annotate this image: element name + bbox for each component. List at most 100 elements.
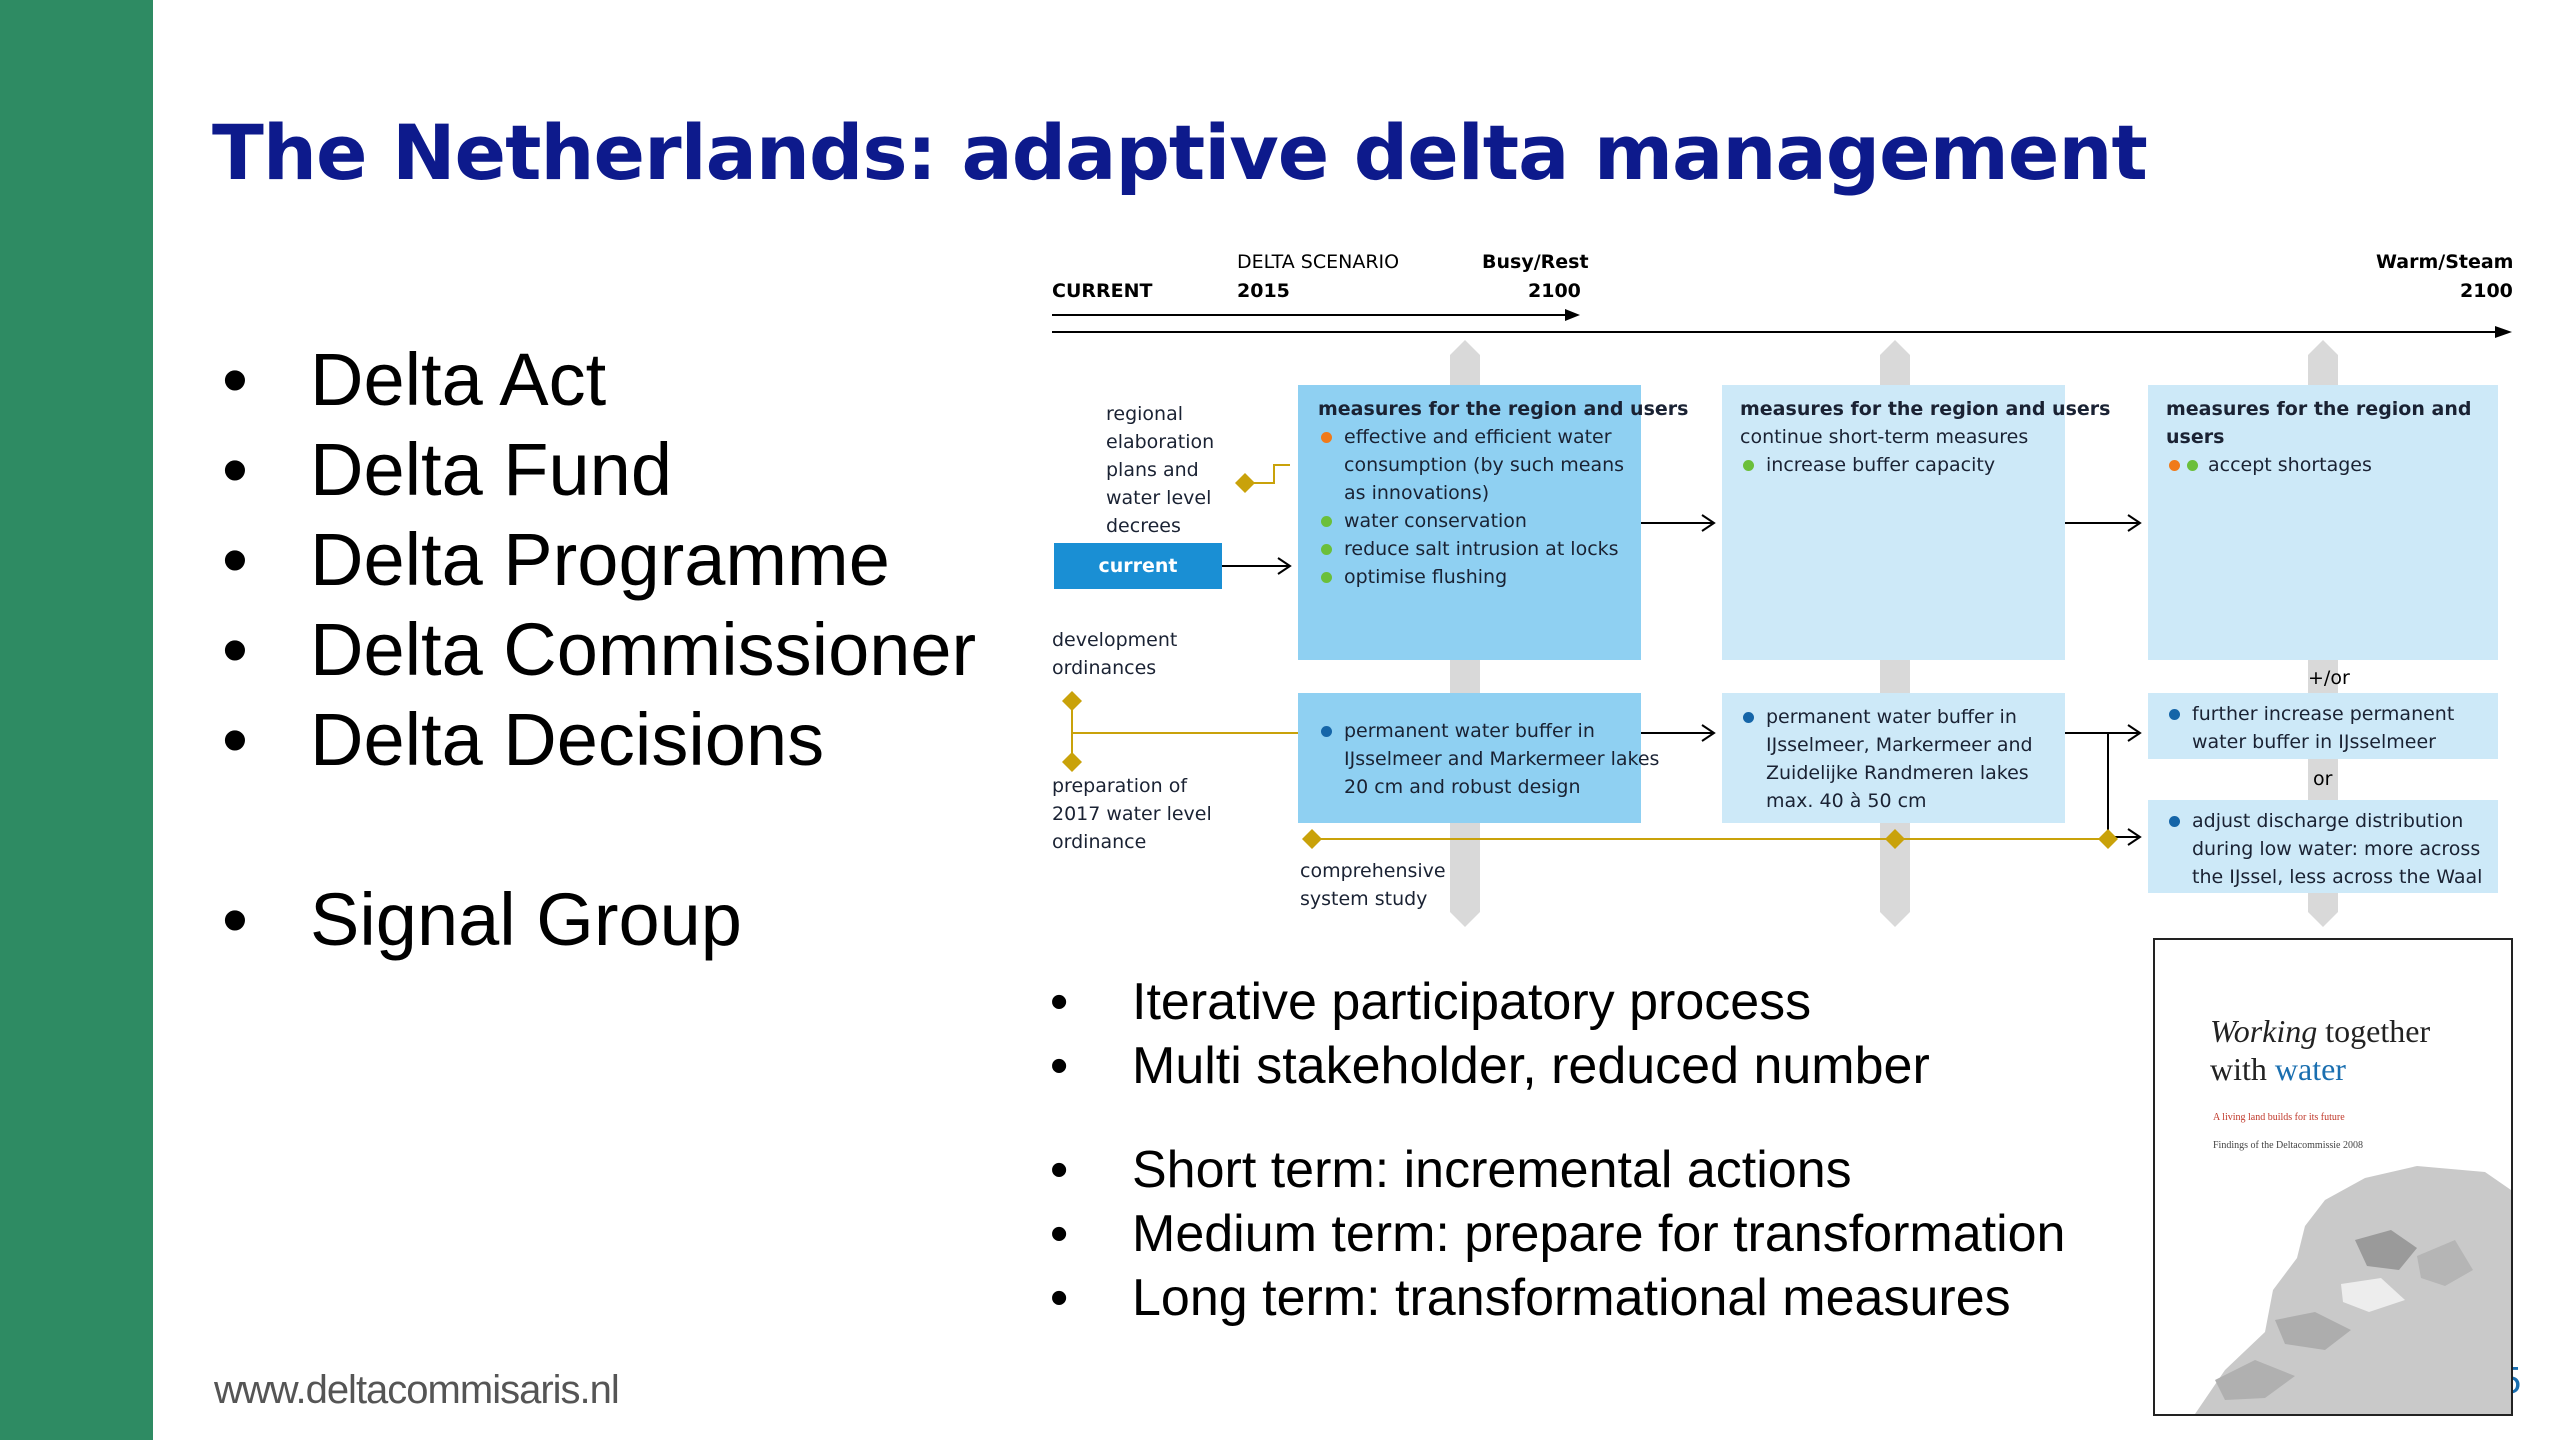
regional-plans-label: regional elaboration plans and water lev… bbox=[1106, 400, 1214, 540]
development-ordinances-label: development ordinances bbox=[1052, 626, 1177, 682]
green-dot-icon bbox=[1743, 460, 1754, 471]
bottom-bullet-item: •Short term: incremental actions bbox=[1050, 1138, 2065, 1202]
netherlands-map-icon bbox=[2195, 1166, 2511, 1414]
bottom-box-2: permanent water buffer in IJsselmeer, Ma… bbox=[1740, 703, 2033, 815]
bottom-bullet-text: Medium term: prepare for transformation bbox=[1132, 1205, 2066, 1263]
blue-dot-icon bbox=[2169, 816, 2180, 827]
left-bullet-item: •Signal Group bbox=[222, 875, 976, 965]
bottom-box-2-bg bbox=[1722, 693, 2065, 823]
cover-title-word: with bbox=[2210, 1051, 2275, 1087]
timeline-busy-rest-label: Busy/Rest bbox=[1482, 251, 1589, 273]
book-cover-image: Working together with water A living lan… bbox=[2153, 938, 2513, 1416]
green-dot-icon bbox=[1321, 516, 1332, 527]
orange-dot-icon bbox=[2169, 460, 2180, 471]
bottom-bullet-list: • Iterative participatory process • Multi … bbox=[1050, 970, 2065, 1330]
gold-diamond-regional bbox=[1235, 473, 1255, 493]
blue-dot-icon bbox=[2169, 709, 2180, 720]
left-bullet-list: •Delta Act •Delta Fund •Delta Programme … bbox=[222, 335, 976, 965]
top-box-2-bg bbox=[1722, 385, 2065, 660]
comprehensive-system-study-label: comprehensive system study bbox=[1300, 857, 1446, 913]
box-item-line: water conservation bbox=[1344, 510, 1527, 532]
gold-line-regional bbox=[1245, 464, 1290, 484]
box-item-line: IJsselmeer, Markermeer and bbox=[1766, 734, 2033, 756]
bottom-bullet-item: •Long term: transformational measures bbox=[1050, 1266, 2065, 1330]
arrowhead bbox=[1277, 557, 1292, 575]
timeline-2015-label: 2015 bbox=[1237, 280, 1290, 302]
book-cover-title: Working together with water bbox=[2210, 1012, 2430, 1088]
box-item-line: optimise flushing bbox=[1344, 566, 1508, 588]
box-item-line: adjust discharge distribution bbox=[2192, 810, 2464, 832]
box-item: effective and efficient water bbox=[1318, 423, 1688, 451]
green-dot-icon bbox=[1321, 544, 1332, 555]
timeline-current-label: CURRENT bbox=[1052, 280, 1153, 302]
bullet-marker: • bbox=[222, 698, 248, 781]
bullet-marker: • bbox=[1050, 1269, 1069, 1327]
timeline-busy-rest-year: 2100 bbox=[1528, 280, 1581, 302]
current-situation-box: current situation bbox=[1054, 543, 1222, 623]
or-connector: or bbox=[2313, 768, 2333, 790]
box-item-line: increase buffer capacity bbox=[1766, 454, 1996, 476]
and-or-connector: +/or bbox=[2308, 667, 2350, 689]
box-item-line: permanent water buffer in bbox=[1344, 720, 1595, 742]
gold-diamond-preparation bbox=[1062, 752, 1082, 772]
gold-diamond-system-study-3 bbox=[2098, 829, 2118, 849]
box-item: accept shortages bbox=[2166, 451, 2530, 479]
box-item-line: continue short-term measures bbox=[1740, 426, 2029, 448]
box-item: permanent water buffer in bbox=[1318, 717, 1659, 745]
timeline-warm-steam-year: 2100 bbox=[2460, 280, 2513, 302]
left-bullet-item: •Delta Act bbox=[222, 335, 976, 425]
box-item: adjust discharge distribution bbox=[2166, 807, 2482, 835]
box-item-line: 20 cm and robust design bbox=[1344, 776, 1581, 798]
timeline-arrowhead-long bbox=[2495, 326, 2512, 338]
bottom-box-4-bg bbox=[2148, 800, 2498, 893]
arrowhead bbox=[2127, 514, 2142, 532]
label-line: development bbox=[1052, 629, 1178, 651]
blue-dot-icon bbox=[1743, 712, 1754, 723]
left-bullet-text: Delta Act bbox=[310, 338, 607, 421]
bullet-marker: • bbox=[1050, 1037, 1069, 1095]
box-item-line: reduce salt intrusion at locks bbox=[1344, 538, 1619, 560]
left-bullet-item: •Delta Programme bbox=[222, 515, 976, 605]
left-bullet-text: Delta Fund bbox=[310, 428, 672, 511]
cover-title-word: Working bbox=[2210, 1013, 2318, 1049]
box-item-line: Zuidelijke Randmeren lakes bbox=[1766, 762, 2029, 784]
left-bullet-text: Delta Programme bbox=[310, 518, 890, 601]
diagram-graphics bbox=[1052, 309, 2512, 927]
green-dot-icon bbox=[2187, 460, 2198, 471]
box-heading: measures for the region and users bbox=[1740, 398, 2111, 420]
bottom-box-3: further increase permanent water buffer … bbox=[2166, 700, 2454, 756]
bottom-bullet-item: • Iterative participatory process bbox=[1050, 970, 2065, 1034]
box-item: further increase permanent bbox=[2166, 700, 2454, 728]
bottom-box-1: permanent water buffer in IJsselmeer and… bbox=[1318, 717, 1659, 801]
bottom-box-1-bg bbox=[1298, 693, 1641, 823]
label-line: water level bbox=[1106, 487, 1212, 509]
box-item-line: permanent water buffer in bbox=[1766, 706, 2017, 728]
box-item-line: during low water: more across bbox=[2192, 838, 2481, 860]
box-item-line: water buffer in IJsselmeer bbox=[2192, 731, 2436, 753]
label-line: preparation of bbox=[1052, 775, 1188, 797]
left-bullet-text: Delta Commissioner bbox=[310, 608, 977, 691]
adaptive-pathway-diagram: CURRENT DELTA SCENARIO 2015 Busy/Rest 21… bbox=[1040, 240, 2530, 940]
box-item-line: the IJssel, less across the Waal bbox=[2192, 866, 2483, 888]
timeline-warm-steam-label: Warm/Steam bbox=[2376, 251, 2514, 273]
box-item: increase buffer capacity bbox=[1740, 451, 2110, 479]
bullet-marker: • bbox=[222, 608, 248, 691]
website-url[interactable]: www.deltacommisaris.nl bbox=[214, 1368, 620, 1412]
bottom-bullet-text: Short term: incremental actions bbox=[1132, 1141, 1852, 1199]
box-item: reduce salt intrusion at locks bbox=[1318, 535, 1688, 563]
green-dot-icon bbox=[1321, 572, 1332, 583]
bottom-bullet-text: Multi stakeholder, reduced number bbox=[1132, 1037, 1930, 1095]
cover-title-word: water bbox=[2274, 1051, 2346, 1087]
top-box-3: measures for the region and users accept… bbox=[2166, 395, 2530, 479]
left-bullet-item: •Delta Decisions bbox=[222, 695, 976, 785]
bottom-bullet-text: Iterative participatory process bbox=[1132, 973, 1812, 1031]
green-side-bar bbox=[0, 0, 153, 1440]
timeline-arrowhead-short bbox=[1565, 309, 1580, 321]
arrowhead bbox=[1701, 724, 1716, 742]
box-item: optimise flushing bbox=[1318, 563, 1688, 591]
bullet-marker: • bbox=[1050, 973, 1069, 1031]
bottom-box-3-bg bbox=[2148, 693, 2498, 759]
timeline-delta-scenario-label: DELTA SCENARIO bbox=[1237, 251, 1400, 273]
slide-title: The Netherlands: adaptive delta manageme… bbox=[212, 108, 2148, 197]
label-line: comprehensive bbox=[1300, 860, 1446, 882]
